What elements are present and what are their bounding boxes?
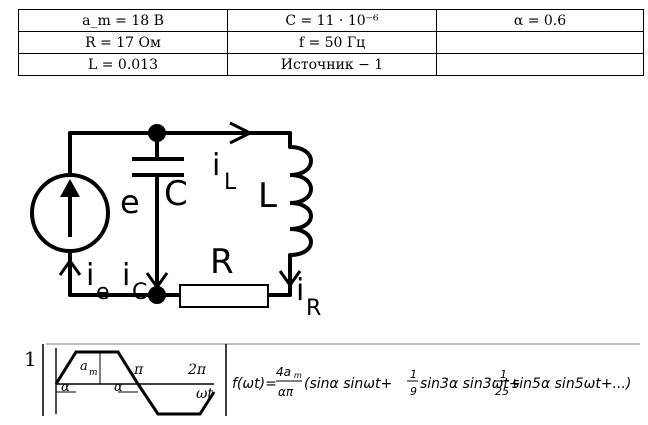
arrow-il (229, 121, 254, 145)
wave-omega-t: ωt (196, 386, 213, 402)
formula-f2-num: 1 (500, 368, 507, 381)
row-index: 1 (24, 347, 37, 371)
wave-am-sub: m (89, 368, 98, 378)
wave-alpha-left: α (61, 380, 70, 395)
formula-f1-num: 1 (410, 368, 417, 381)
param-am: a_m = 18 В (18, 9, 228, 32)
parameters-table: a_m = 18 В C = 11 · 10⁻⁶ α = 0.6 R = 17 … (18, 9, 644, 76)
formula-f1-den: 9 (410, 385, 417, 398)
param-c: C = 11 · 10⁻⁶ (227, 9, 437, 32)
formula-term2: sin3α sin3ωt+ (420, 376, 521, 392)
formula-den: απ (278, 385, 294, 399)
node-bottom (148, 286, 166, 304)
formula-lhs: f(ωt)= (232, 376, 277, 392)
wave-alpha-right: α (114, 380, 123, 395)
arrow-ie (58, 258, 82, 276)
inductor-symbol (289, 145, 313, 257)
node-top (148, 124, 166, 142)
waveform-formula-row: 1 a m α α π 2π ωt f(ωt)= 4a m απ (sinα s… (24, 343, 640, 416)
label-ie-main: i (86, 258, 94, 293)
trapezoid-waveform: a m α α π 2π ωt (54, 348, 216, 416)
capacitor-symbol (132, 157, 184, 177)
wave-am: a (80, 359, 88, 374)
formula-term3: sin5α sin5ωt+...) (512, 376, 631, 392)
label-ic-sub: C (132, 280, 147, 305)
param-source: Источник − 1 (227, 53, 437, 76)
label-e: e (120, 183, 140, 221)
label-ir-sub: R (306, 296, 321, 321)
voltage-source-symbol (30, 173, 110, 253)
label-il-sub: L (224, 170, 237, 195)
param-l: L = 0.013 (18, 53, 228, 76)
arrow-ic (145, 272, 169, 290)
formula-term1: (sinα sinωt+ (304, 376, 392, 392)
wave-pi: π (133, 362, 144, 378)
wave-2pi: 2π (187, 362, 207, 378)
table-row: L = 0.013 Источник − 1 (18, 53, 644, 76)
formula-num: 4a (276, 365, 291, 379)
label-il-main: i (212, 148, 220, 183)
label-ie-sub: e (96, 280, 110, 305)
label-ic-main: i (122, 258, 130, 293)
arrow-ir (278, 270, 302, 288)
table-row: a_m = 18 В C = 11 · 10⁻⁶ α = 0.6 (18, 9, 644, 32)
label-r: R (210, 242, 234, 282)
fourier-formula: f(ωt)= 4a m απ (sinα sinωt+ 1 9 sin3α si… (232, 365, 631, 399)
param-empty-1 (436, 31, 644, 54)
label-c: C (164, 174, 188, 214)
formula-f2-den: 25 (495, 385, 509, 398)
param-f: f = 50 Гц (227, 31, 437, 54)
circuit-diagram: e C i L L R i e i C i R (30, 121, 321, 321)
param-empty-2 (436, 53, 644, 76)
resistor-symbol (179, 284, 269, 308)
label-l: L (258, 176, 277, 216)
param-alpha: α = 0.6 (436, 9, 644, 32)
formula-num-sub: m (294, 371, 302, 380)
label-ir-main: i (296, 273, 304, 308)
param-r: R = 17 Ом (18, 31, 228, 54)
table-row: R = 17 Ом f = 50 Гц (18, 31, 644, 54)
